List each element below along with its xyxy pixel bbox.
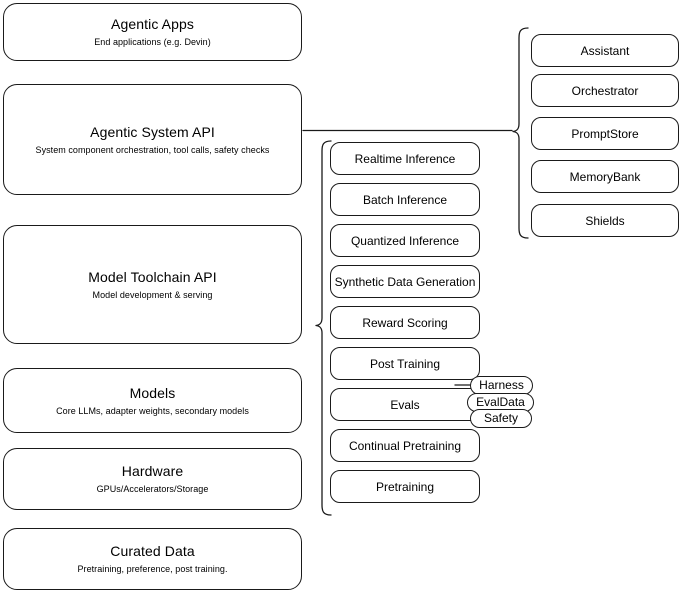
toolchain-box-continual-pretraining[interactable]: Continual Pretraining <box>330 429 480 462</box>
layer-subtitle: Model development & serving <box>92 289 213 300</box>
evals-pill-evaldata[interactable]: EvalData <box>467 393 534 412</box>
toolchain-box-reward-scoring[interactable]: Reward Scoring <box>330 306 480 339</box>
layer-box-agentic-system-api[interactable]: Agentic System API System component orch… <box>3 84 302 195</box>
toolchain-box-evals[interactable]: Evals <box>330 388 480 421</box>
toolchain-box-quantized-inference[interactable]: Quantized Inference <box>330 224 480 257</box>
system-box-assistant[interactable]: Assistant <box>531 34 679 67</box>
toolchain-box-synthetic-data-generation[interactable]: Synthetic Data Generation <box>330 265 480 298</box>
evals-pill-safety[interactable]: Safety <box>470 409 532 428</box>
system-box-promptstore[interactable]: PromptStore <box>531 117 679 150</box>
layer-box-model-toolchain-api[interactable]: Model Toolchain API Model development & … <box>3 225 302 344</box>
layer-title: Curated Data <box>110 543 195 559</box>
layer-box-agentic-apps[interactable]: Agentic Apps End applications (e.g. Devi… <box>3 3 302 61</box>
layer-title: Agentic System API <box>90 123 215 140</box>
layer-subtitle: Core LLMs, adapter weights, secondary mo… <box>56 405 249 416</box>
toolchain-box-batch-inference[interactable]: Batch Inference <box>330 183 480 216</box>
system-box-shields[interactable]: Shields <box>531 204 679 237</box>
layer-title: Agentic Apps <box>111 16 194 32</box>
layer-subtitle: GPUs/Accelerators/Storage <box>96 484 209 494</box>
layer-box-models[interactable]: Models Core LLMs, adapter weights, secon… <box>3 368 302 433</box>
layer-subtitle: System component orchestration, tool cal… <box>35 144 270 155</box>
evals-pill-harness[interactable]: Harness <box>470 376 533 395</box>
system-box-orchestrator[interactable]: Orchestrator <box>531 74 679 107</box>
layer-box-hardware[interactable]: Hardware GPUs/Accelerators/Storage <box>3 448 302 510</box>
toolchain-box-realtime-inference[interactable]: Realtime Inference <box>330 142 480 175</box>
layer-title: Hardware <box>121 463 184 479</box>
bracket-toolchain-components <box>315 140 332 516</box>
layer-title: Models <box>129 384 176 401</box>
toolchain-box-post-training[interactable]: Post Training <box>330 347 480 380</box>
layer-title: Model Toolchain API <box>88 268 217 285</box>
bracket-system-components <box>512 27 529 239</box>
layer-subtitle: Pretraining, preference, post training. <box>77 564 228 574</box>
layer-box-curated-data[interactable]: Curated Data Pretraining, preference, po… <box>3 528 302 590</box>
layer-subtitle: End applications (e.g. Devin) <box>94 37 211 47</box>
system-box-memorybank[interactable]: MemoryBank <box>531 160 679 193</box>
toolchain-box-pretraining[interactable]: Pretraining <box>330 470 480 503</box>
